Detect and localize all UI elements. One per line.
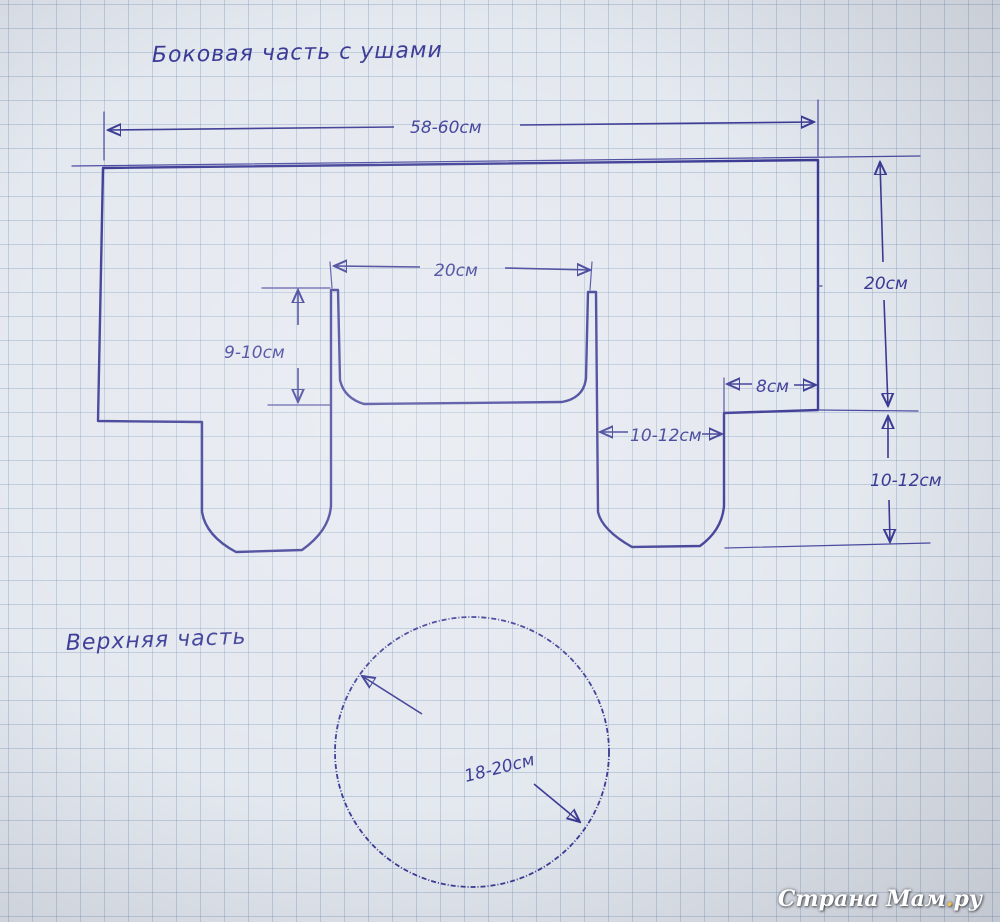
dim-label-total-width: 58-60см [410,118,482,138]
top-guide-line [71,155,921,167]
dim-arrow-height-bottom [884,299,888,406]
side-piece-outline [96,158,820,554]
cutout-right-ext [589,261,593,291]
dim-arrow-width-right [519,122,814,125]
dim-label-cutout-depth: 9-10см [224,343,285,363]
dim-label-circle: 18-20см [462,750,536,787]
top-circle-outline [334,616,610,888]
dim-arrow-ear-height-bottom [889,499,890,542]
dim-arrow-height-top [880,162,883,263]
dim-label-cutout-width: 20см [434,261,478,281]
site-watermark: Страна Мам.ру [778,886,982,912]
dim-arrow-width-left [108,127,395,130]
top-part-title: Верхняя часть [65,625,247,656]
dim-arrow-cutout-left [334,266,421,267]
radius-arrow-upper [362,676,423,715]
dim-arrow-cutout-right [504,268,590,270]
cutout-left-ext [329,261,333,289]
watermark-dot: . [945,886,954,912]
bottom-guide-line [724,542,931,549]
dim-label-height: 20см [864,274,908,294]
step-guide-line [817,409,919,412]
watermark-tld: ру [953,886,982,912]
dim-label-ear-height: 10-12см [870,471,942,491]
watermark-main: Страна Мам [777,886,946,912]
dim-label-step: 8см [756,377,789,397]
radius-arrow-lower [533,783,580,822]
side-part-title: Боковая часть с ушами [152,38,443,68]
dim-label-ear-width: 10-12см [630,426,702,446]
